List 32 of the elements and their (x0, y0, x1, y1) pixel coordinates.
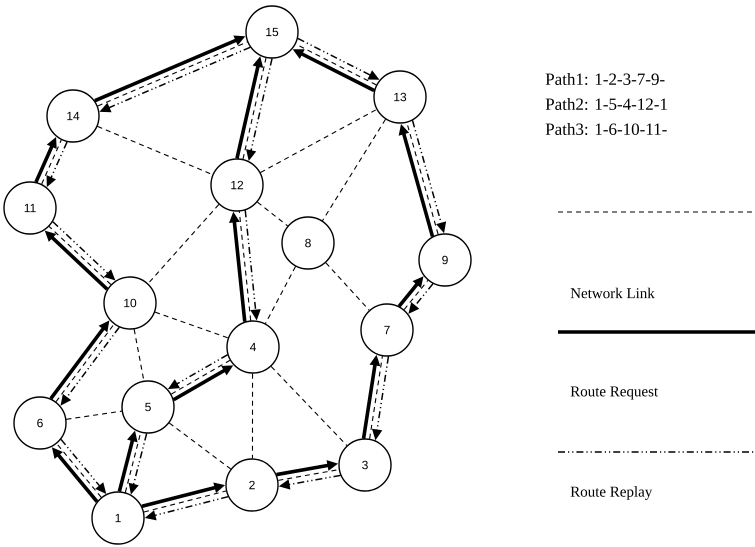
link-line (260, 109, 377, 173)
link-line (325, 262, 370, 311)
link-line (265, 266, 296, 324)
link-line (124, 432, 142, 492)
link-line (169, 422, 231, 470)
path-label: Path1: 1-2-3-7-9- (546, 72, 664, 85)
link-line (41, 140, 62, 184)
legend-label: Network Link (570, 288, 655, 298)
link-line (148, 204, 220, 284)
link-line (56, 324, 114, 402)
link-line (98, 41, 248, 106)
path-label: Path2: 1-5-4-12-1 (546, 98, 667, 110)
link-line (270, 366, 348, 446)
link-line (134, 329, 144, 381)
link-line (404, 280, 428, 310)
link-line (144, 490, 226, 513)
link-line (171, 360, 230, 395)
link-line (296, 44, 376, 86)
link-line (406, 122, 439, 234)
link-line (242, 58, 267, 160)
path-label: Path3: 1-6-10-11- (546, 122, 667, 135)
link-line (257, 202, 288, 226)
link-line (97, 126, 213, 176)
legend-label: Route Request (570, 386, 658, 400)
link-line (66, 410, 122, 420)
link-line (154, 312, 228, 338)
link-line (238, 212, 252, 320)
link-line (369, 356, 383, 439)
link-line (322, 119, 386, 221)
link-line (278, 469, 339, 481)
legend-label: Route Replay (570, 486, 652, 500)
link-line (252, 374, 254, 458)
